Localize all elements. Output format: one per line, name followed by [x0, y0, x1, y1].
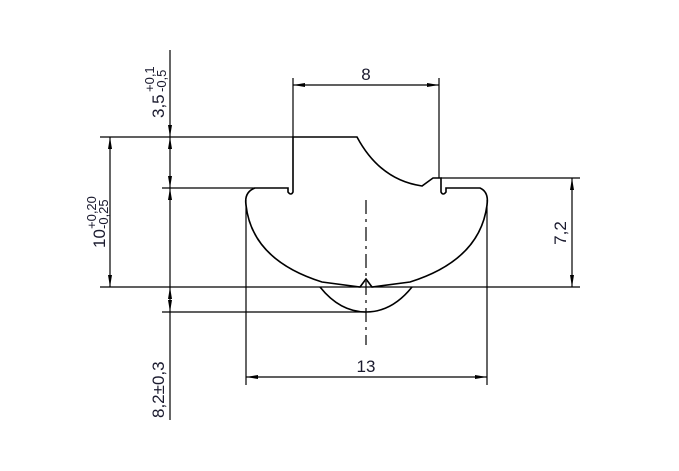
label-10-upper: +0,20 — [84, 196, 99, 229]
extension-lines — [100, 50, 580, 420]
dimension-3-5-arrows — [168, 125, 172, 312]
dimension-7-2 — [570, 178, 574, 287]
dimension-10 — [108, 137, 112, 287]
label-3-5-lower: -0,5 — [154, 70, 169, 92]
label-3-5-upper: +0,1 — [142, 66, 157, 92]
label-3-5-tolerance: 3,5 +0,1 -0,5 — [142, 66, 169, 118]
label-10-lower: -0,25 — [96, 199, 111, 229]
label-10-base: 10 — [90, 229, 109, 248]
label-8-2: 8,2±0,3 — [149, 361, 168, 418]
profile-outline — [244, 136, 489, 288]
label-8: 8 — [361, 65, 370, 84]
label-7-2: 7,2 — [551, 221, 570, 245]
label-10-tolerance: 10 +0,20 -0,25 — [84, 196, 111, 248]
label-13: 13 — [357, 357, 376, 376]
dimension-13 — [246, 375, 487, 379]
label-3-5-base: 3,5 — [149, 94, 168, 118]
dimension-8 — [293, 83, 439, 87]
